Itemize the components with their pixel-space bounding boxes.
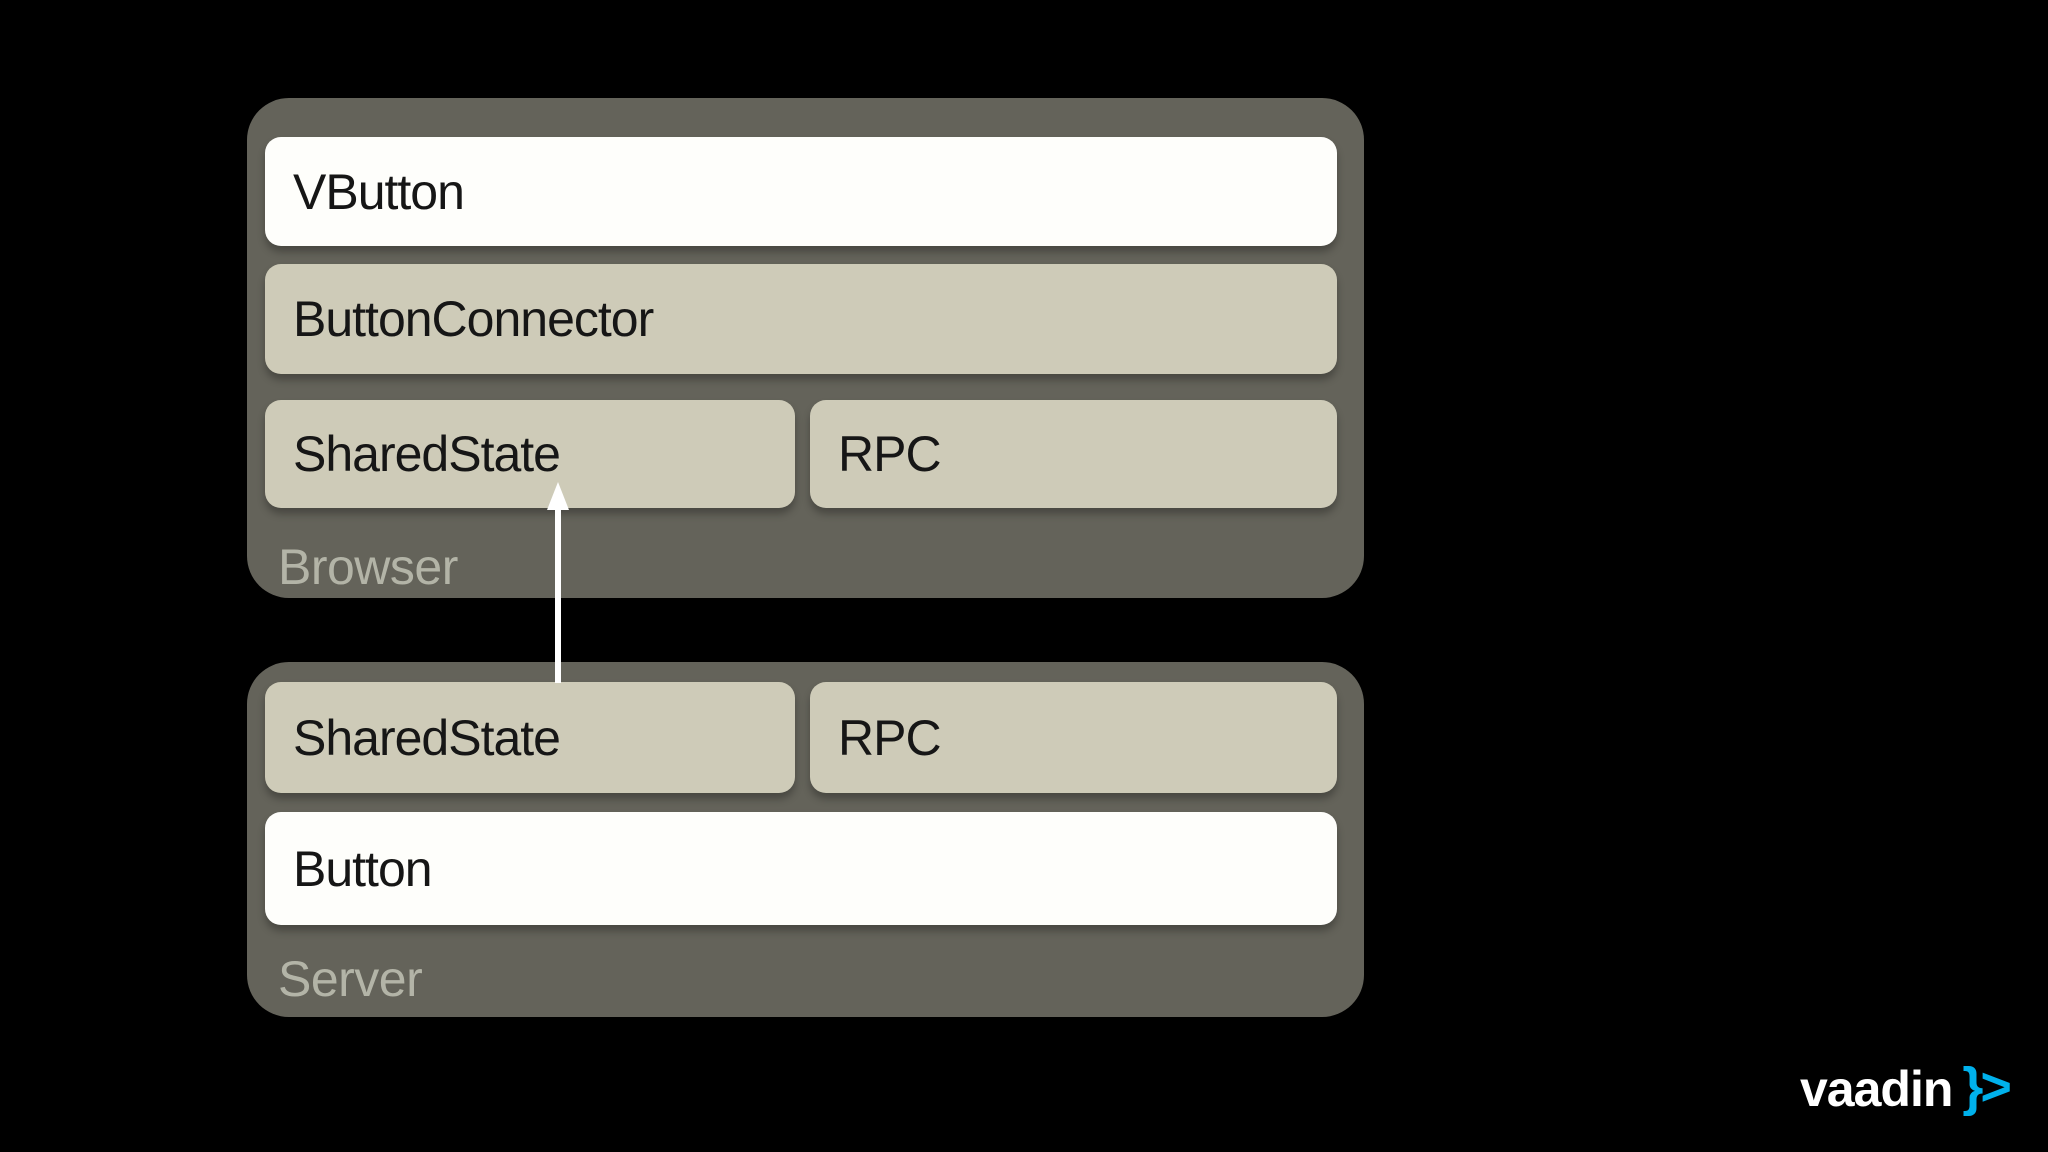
vaadin-wordmark: vaadin: [1800, 1061, 1953, 1117]
browser-rpc-box: RPC: [810, 400, 1337, 508]
vaadin-symbol-icon: }>: [1962, 1057, 2012, 1117]
server-rpc-label: RPC: [838, 709, 942, 766]
browser-sharedstate-box: SharedState: [265, 400, 795, 508]
button-box: Button: [265, 812, 1337, 925]
buttonconnector-box: ButtonConnector: [265, 264, 1337, 374]
browser-group: VButton ButtonConnector SharedState RPC …: [247, 98, 1364, 598]
server-sharedstate-label: SharedState: [293, 709, 561, 766]
server-group: SharedState RPC Button Server: [247, 662, 1364, 1017]
vaadin-logo: vaadin }>: [1800, 1057, 2012, 1117]
browser-sharedstate-label: SharedState: [293, 426, 561, 482]
browser-group-label: Browser: [278, 539, 458, 595]
vbutton-box: VButton: [265, 137, 1337, 246]
vbutton-label: VButton: [293, 163, 465, 220]
server-sharedstate-box: SharedState: [265, 682, 795, 793]
server-rpc-box: RPC: [810, 682, 1337, 793]
button-label: Button: [293, 840, 433, 897]
browser-rpc-label: RPC: [838, 426, 942, 482]
up-arrow-icon: [547, 482, 569, 683]
server-group-label: Server: [278, 951, 423, 1007]
buttonconnector-label: ButtonConnector: [293, 291, 654, 347]
